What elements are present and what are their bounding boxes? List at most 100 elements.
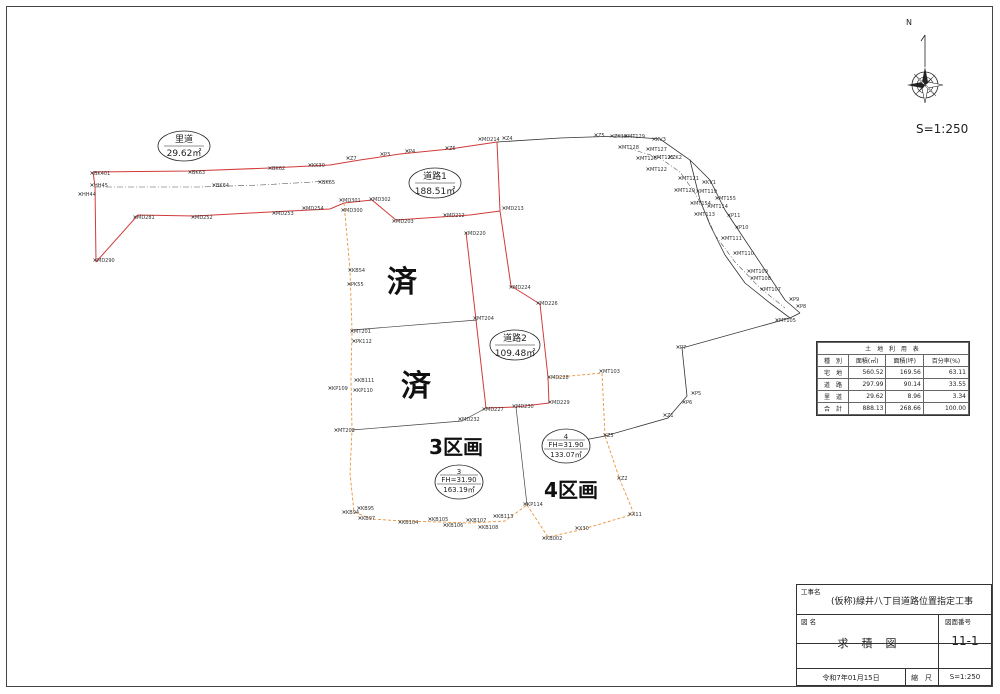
survey-point-marker: [652, 137, 656, 141]
survey-point-marker: [727, 213, 731, 217]
survey-point-marker: [733, 251, 737, 255]
north-label: N: [906, 18, 912, 27]
point-label: MT122: [650, 167, 667, 173]
point-label: MT155: [719, 196, 736, 202]
pad-road1: 道路1 188.51㎡: [408, 167, 462, 199]
survey-point-marker: [653, 155, 657, 159]
sumi-label-1: 済: [387, 265, 418, 300]
point-label: MD214: [482, 137, 500, 143]
land-use-table: 土 地 利 用 表 種 別 面積(㎡) 面積(坪) 百分率(%) 宅 地 560…: [816, 341, 970, 416]
drawing-label-row: 図 名 図面番号: [797, 615, 991, 626]
survey-point-marker: [668, 155, 672, 159]
table-header-row: 種 別 面積(㎡) 面積(坪) 百分率(%): [816, 354, 970, 367]
survey-point-marker: [350, 329, 354, 333]
point-label: X30: [579, 526, 589, 532]
satodo-centerline: [95, 180, 331, 188]
point-label: MD253: [276, 211, 294, 217]
project-label: 工事名: [801, 588, 821, 596]
table-cell: 268.66: [885, 402, 924, 415]
point-label: MT107: [764, 287, 781, 293]
survey-point-marker: [789, 297, 793, 301]
compass-icon: [907, 34, 944, 104]
project-name: (仮称)緑井八丁目道路位置指定工事: [830, 597, 974, 607]
survey-point-marker: [445, 146, 449, 150]
east-road: [496, 135, 801, 319]
point-label: MD281: [137, 215, 155, 221]
satodo-boundary: [92, 141, 498, 263]
survey-point-markers: [78, 133, 800, 540]
drawing-name-label: 図 名: [801, 618, 817, 626]
survey-point-marker: [547, 375, 551, 379]
point-label: KK30: [312, 163, 325, 169]
point-label: MD230: [516, 404, 534, 410]
survey-point-marker: [575, 526, 579, 530]
survey-point-marker: [341, 208, 345, 212]
lot-count-label-3: 3区画: [429, 435, 483, 459]
survey-point-labels: BK401 BK63 BK62 KK30 Z7 P3 P4 Z6 MD214 Z…: [82, 133, 806, 542]
point-label: MT105: [779, 318, 796, 324]
survey-point-marker: [603, 433, 607, 437]
point-label: P7: [680, 345, 686, 351]
survey-point-marker: [398, 520, 402, 524]
survey-point-marker: [682, 400, 686, 404]
table-cell: 里 道: [816, 390, 850, 403]
point-label: MT108: [754, 276, 771, 282]
survey-point-marker: [478, 137, 482, 141]
survey-point-marker: [735, 225, 739, 229]
point-label: MT126: [640, 156, 657, 162]
survey-point-marker: [523, 502, 527, 506]
point-label: MT202: [338, 428, 355, 434]
pad-road2: 道路2 109.48㎡: [489, 329, 541, 361]
point-label: KP109: [332, 386, 348, 392]
table-row: 合 計 888.13 268.66 100.00: [816, 402, 970, 415]
point-label: Z3: [607, 433, 614, 439]
point-label: MT204: [477, 316, 494, 322]
survey-point-marker: [502, 206, 506, 210]
point-label: KB94: [346, 510, 359, 516]
survey-point-marker: [458, 417, 462, 421]
point-label: MD302: [373, 197, 391, 203]
table-cell: 道 路: [816, 378, 850, 391]
survey-point-marker: [473, 316, 477, 320]
survey-point-marker: [610, 134, 614, 138]
drawing-date: 令和7年01月15日: [822, 674, 880, 682]
point-label: MD227: [486, 407, 504, 413]
pad-lot4: 4 FH=31.90 133.07㎡: [541, 428, 591, 464]
survey-point-marker: [466, 518, 470, 522]
point-label: MD220: [468, 231, 486, 237]
drawing-number: 11-1: [951, 634, 979, 648]
point-label: HH44: [82, 192, 96, 198]
pad-fh: FH=31.90: [441, 476, 476, 484]
survey-point-marker: [512, 404, 516, 408]
survey-point-marker: [90, 171, 94, 175]
point-label: KB107: [470, 518, 486, 524]
table-cell: 宅 地: [816, 366, 850, 379]
survey-point-marker: [747, 269, 751, 273]
survey-point-marker: [78, 192, 82, 196]
survey-point-marker: [760, 287, 764, 291]
scale-value: S=1:250: [949, 673, 981, 681]
survey-point-marker: [646, 167, 650, 171]
point-label: MD203: [396, 219, 414, 225]
point-label: BK64: [216, 183, 229, 189]
scale-title: 縮 尺: [911, 674, 932, 682]
point-label: P8: [800, 304, 806, 310]
pad-title: 道路2: [503, 332, 527, 344]
point-label: Z6: [449, 146, 456, 152]
divider: [905, 669, 906, 686]
survey-point-marker: [302, 206, 306, 210]
east-lines: [547, 317, 791, 448]
point-label: PK112: [356, 339, 372, 345]
table-cell: 8.96: [885, 390, 924, 403]
point-label: KB113: [497, 514, 513, 520]
point-label: MT128: [622, 145, 639, 151]
survey-point-marker: [646, 147, 650, 151]
point-label: KV1: [706, 180, 716, 186]
pad-lot3: 3 FH=31.90 163.19㎡: [434, 464, 484, 500]
point-label: MT110: [737, 251, 754, 257]
survey-point-marker: [617, 476, 621, 480]
table-cell: 合 計: [816, 402, 850, 415]
point-label: MT127: [650, 147, 667, 153]
point-label: P4: [409, 149, 415, 155]
